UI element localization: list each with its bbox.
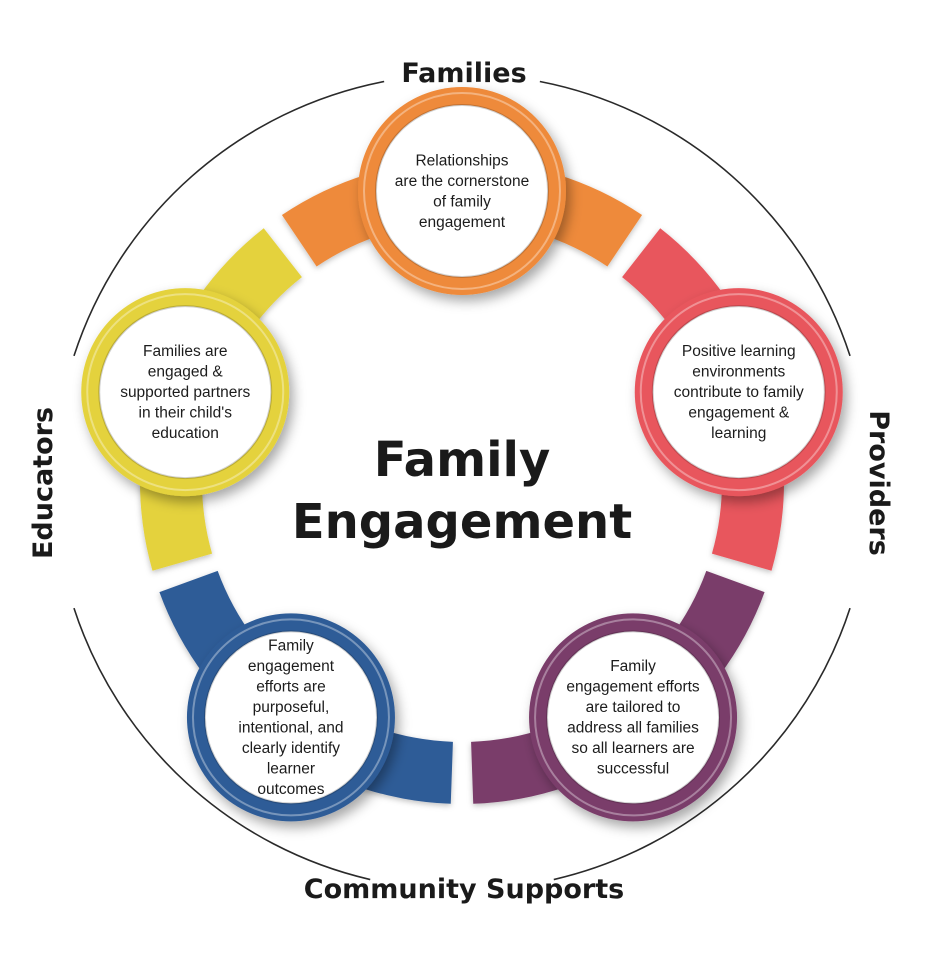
node-tailored-efforts-line-4: address all families bbox=[567, 720, 699, 737]
node-relationships: Relationships are the cornerstone of famil… bbox=[358, 87, 566, 295]
node-positive-learning: Positive learning environments contribute … bbox=[634, 288, 843, 497]
node-purposeful-efforts-line-7: learner bbox=[267, 761, 315, 778]
node-tailored-efforts-line-2: engagement efforts bbox=[566, 679, 700, 696]
node-purposeful-efforts-face bbox=[203, 630, 378, 805]
node-engaged-partners-line-5: education bbox=[152, 425, 219, 442]
node-engaged-partners-line-2: engaged & bbox=[148, 364, 224, 381]
node-positive-learning-line-3: contribute to family bbox=[674, 384, 804, 401]
label-educators: Educators bbox=[28, 407, 59, 559]
center-title-line-1: Family bbox=[374, 432, 551, 488]
node-tailored-efforts-face bbox=[546, 630, 721, 805]
node-tailored-efforts-highlight bbox=[534, 618, 733, 817]
outer-arc-bottom-right bbox=[553, 607, 851, 881]
node-tailored-efforts-text: Family engagement efforts are tailored to a… bbox=[566, 658, 700, 778]
node-purposeful-efforts-highlight bbox=[191, 618, 390, 817]
principle-nodes: Relationships are the cornerstone of famil… bbox=[81, 87, 843, 822]
node-relationships-line-2: are the cornerstone bbox=[395, 173, 529, 190]
node-engaged-partners-text: Families are engaged & supported partners i… bbox=[120, 343, 250, 442]
node-engaged-partners-face bbox=[98, 305, 273, 480]
label-community-supports: Community Supports bbox=[304, 874, 624, 905]
outer-arc-bottom-left bbox=[73, 607, 371, 881]
outer-arc-top-right bbox=[539, 80, 851, 357]
label-providers: Providers bbox=[863, 410, 894, 556]
node-purposeful-efforts-text: Family engagement efforts are purposeful, in… bbox=[238, 638, 343, 799]
outer-ring-arcs bbox=[73, 80, 851, 881]
node-relationships-line-3: of family bbox=[433, 193, 491, 210]
node-engaged-partners-highlight bbox=[86, 293, 285, 492]
node-engaged-partners-line-4: in their child's bbox=[139, 405, 233, 422]
node-relationships-text: Relationships are the cornerstone of famil… bbox=[395, 152, 529, 231]
node-purposeful-efforts-line-3: efforts are bbox=[256, 679, 326, 696]
node-tailored-efforts: Family engagement efforts are tailored to a… bbox=[529, 613, 738, 822]
node-purposeful-efforts-line-1: Family bbox=[268, 638, 314, 655]
node-positive-learning-line-2: environments bbox=[692, 364, 785, 381]
node-relationships-face bbox=[375, 104, 549, 278]
node-tailored-efforts-line-5: so all learners are bbox=[571, 740, 694, 757]
node-tailored-efforts-line-6: successful bbox=[597, 761, 669, 778]
node-engaged-partners: Families are engaged & supported partners i… bbox=[81, 288, 290, 497]
node-relationships-line-4: engagement bbox=[419, 214, 506, 231]
node-purposeful-efforts: Family engagement efforts are purposeful, in… bbox=[186, 613, 395, 822]
center-title-line-2: Engagement bbox=[292, 494, 632, 550]
label-families: Families bbox=[401, 58, 526, 89]
center-title: Family Engagement bbox=[292, 432, 632, 550]
node-purposeful-efforts-line-6: clearly identify bbox=[242, 740, 340, 757]
node-engaged-partners-line-3: supported partners bbox=[120, 384, 250, 401]
node-relationships-highlight bbox=[363, 92, 561, 290]
node-purposeful-efforts-line-5: intentional, and bbox=[238, 720, 343, 737]
node-tailored-efforts-line-3: are tailored to bbox=[586, 699, 681, 716]
node-purposeful-efforts-line-4: purposeful, bbox=[253, 699, 330, 716]
node-positive-learning-highlight bbox=[639, 293, 838, 492]
node-tailored-efforts-line-1: Family bbox=[610, 658, 656, 675]
node-positive-learning-line-5: learning bbox=[711, 425, 766, 442]
outer-arc-top-left bbox=[73, 80, 385, 357]
node-positive-learning-text: Positive learning environments contribute … bbox=[674, 343, 804, 442]
node-positive-learning-line-1: Positive learning bbox=[682, 343, 796, 360]
node-positive-learning-line-4: engagement & bbox=[688, 405, 789, 422]
node-positive-learning-face bbox=[651, 305, 826, 480]
node-engaged-partners-line-1: Families are bbox=[143, 343, 227, 360]
node-purposeful-efforts-line-8: outcomes bbox=[257, 781, 324, 798]
node-relationships-line-1: Relationships bbox=[415, 152, 508, 169]
node-purposeful-efforts-line-2: engagement bbox=[248, 658, 335, 675]
